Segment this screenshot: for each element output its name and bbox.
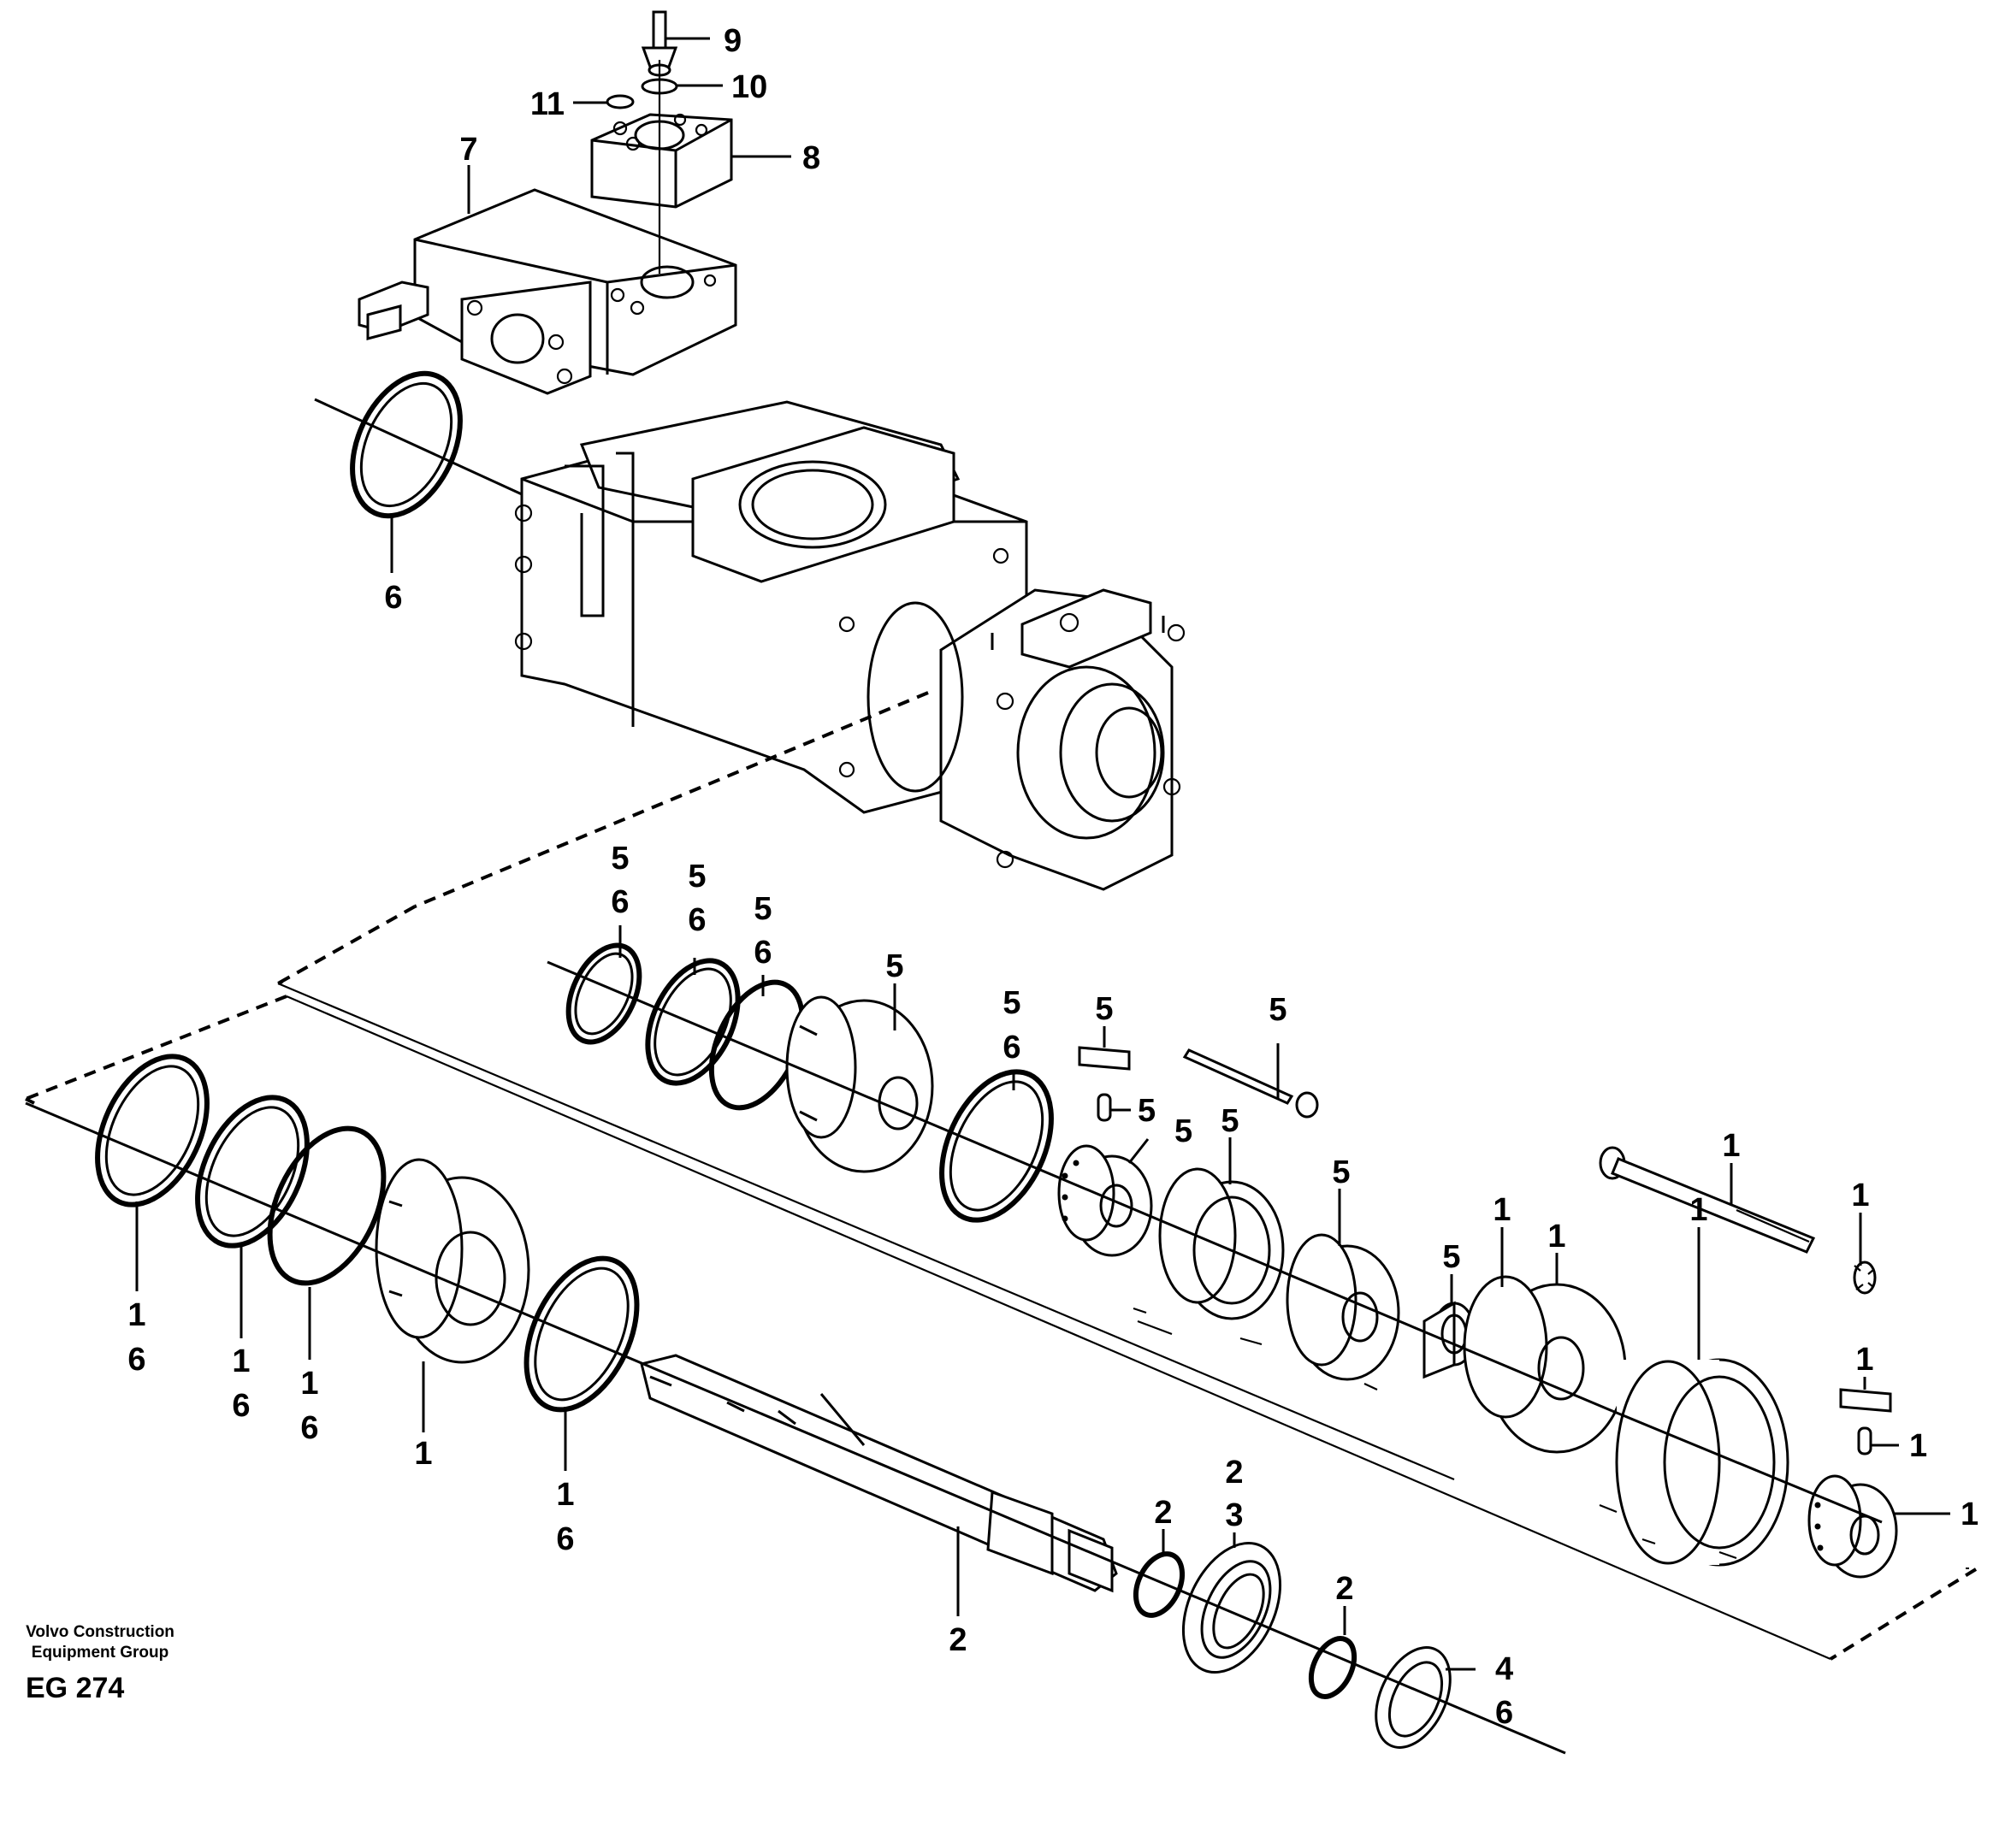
- drive-shaft: [640, 1354, 1118, 1593]
- o-ring-o1: [95, 1054, 210, 1207]
- figure-code: EG 274: [26, 1672, 124, 1704]
- callout-1-o1: 1: [127, 1297, 145, 1333]
- callout-10: 10: [731, 69, 767, 105]
- cylinder-block-r1: [1057, 1144, 1153, 1257]
- o-ring-r1a: [565, 942, 642, 1045]
- valve-screw: [641, 10, 678, 77]
- flange-cover-8: [590, 113, 733, 209]
- callout-5-r1a: 5: [611, 841, 629, 877]
- callout-3-bearing: 3: [1225, 1497, 1243, 1533]
- callout-1-bolt: 1: [1722, 1128, 1740, 1164]
- hub-1: [375, 1158, 530, 1364]
- callout-1-cam: 1: [1547, 1219, 1565, 1255]
- stator-ring-1: [1599, 1358, 1789, 1567]
- callout-11: 11: [530, 86, 565, 122]
- leader-lines: [135, 37, 1950, 1671]
- callout-1-pin-a: 1: [1493, 1192, 1511, 1228]
- callout-5-bolt: 5: [1269, 992, 1286, 1028]
- callout-5-r1b: 5: [688, 859, 706, 894]
- publisher-line-2: Equipment Group: [32, 1644, 169, 1662]
- callout-5-bushing: 5: [885, 948, 903, 984]
- callout-5-sleeve: 5: [1442, 1239, 1460, 1275]
- snap-ring-2: [1133, 1551, 1186, 1618]
- pump-housing: [514, 400, 1028, 814]
- callout-6-r1b: 6: [688, 902, 706, 938]
- callout-9: 9: [724, 23, 742, 59]
- callout-6-r1c: 6: [754, 935, 772, 971]
- callout-1-o4: 1: [556, 1477, 574, 1513]
- thrust-ring-r1: [1133, 1167, 1285, 1336]
- callout-5-ring: 5: [1221, 1103, 1239, 1139]
- callout-6-o2: 6: [232, 1388, 250, 1424]
- callout-1-washer: 1: [1851, 1178, 1869, 1213]
- callout-5-disc: 5: [1332, 1154, 1350, 1190]
- o-ring-r1b: [645, 958, 741, 1086]
- circlip-2: [1308, 1636, 1357, 1699]
- callout-2-snap: 2: [1154, 1495, 1172, 1531]
- callout-1-ring-big: 1: [1689, 1192, 1707, 1228]
- key-plate: [1078, 1046, 1131, 1071]
- callout-6-upper: 6: [384, 580, 402, 616]
- shaft-seal-4-6: [1375, 1646, 1452, 1749]
- port-plate-r1: [1239, 1233, 1400, 1390]
- bushing-r1: [785, 995, 934, 1173]
- callout-5-pin: 5: [1138, 1093, 1156, 1129]
- rotor-1: [1807, 1474, 1898, 1579]
- callout-2-bearing: 2: [1225, 1455, 1243, 1491]
- through-bolt-r1: [1182, 1048, 1319, 1119]
- callout-6-o3: 6: [300, 1410, 318, 1446]
- o-ring-o3: [267, 1125, 387, 1286]
- plate-1: [1839, 1388, 1892, 1413]
- callout-6-seal: 6: [1495, 1695, 1513, 1731]
- o-ring-r1d: [939, 1069, 1054, 1223]
- callout-5-plate: 5: [1095, 991, 1113, 1027]
- callout-1-rotor: 1: [1961, 1497, 1978, 1532]
- callout-7: 7: [459, 132, 477, 168]
- callout-5-cylinder: 5: [1174, 1113, 1192, 1149]
- pump-front-cover: [867, 588, 1186, 891]
- lock-washer-1: [1853, 1261, 1877, 1295]
- long-bolt-1: [1599, 1146, 1816, 1254]
- publisher-line-1: Volvo Construction: [26, 1623, 174, 1641]
- dowel-pin-r1: [1097, 1093, 1112, 1122]
- callout-1-hub: 1: [414, 1436, 432, 1472]
- cam-ring-1: [1463, 1275, 1627, 1454]
- callout-1-o3: 1: [300, 1366, 318, 1402]
- callout-2-circlip: 2: [1335, 1571, 1353, 1607]
- callout-8: 8: [802, 140, 820, 176]
- o-ring-o4: [523, 1255, 640, 1413]
- o-ring-11: [606, 94, 635, 109]
- callout-6-o4: 6: [556, 1521, 574, 1557]
- callout-2-shaft: 2: [949, 1622, 967, 1658]
- callout-6-r1a: 6: [611, 884, 629, 920]
- callout-6-r1d: 6: [1003, 1030, 1020, 1066]
- figure-footer: Volvo Construction Equipment Group EG 27…: [26, 1623, 174, 1704]
- callout-1-pin-b: 1: [1909, 1428, 1927, 1464]
- o-ring-o2: [195, 1095, 310, 1249]
- callout-5-r1d: 5: [1003, 985, 1020, 1021]
- bearing-2-3: [1181, 1541, 1282, 1674]
- callout-1-o2: 1: [232, 1343, 250, 1379]
- callout-5-r1c: 5: [754, 891, 772, 927]
- callout-4-seal: 4: [1495, 1651, 1513, 1687]
- pin-1b: [1857, 1426, 1872, 1455]
- o-ring-6-upper: [350, 370, 463, 519]
- control-valve-7: [358, 188, 737, 395]
- callout-6-o1: 6: [127, 1342, 145, 1378]
- callout-labels: 9 10 11 8 7 6 5 6 5 6 5 6 5 5 6 5 5 5 5 …: [127, 23, 1978, 1731]
- callout-1-plate: 1: [1855, 1342, 1873, 1378]
